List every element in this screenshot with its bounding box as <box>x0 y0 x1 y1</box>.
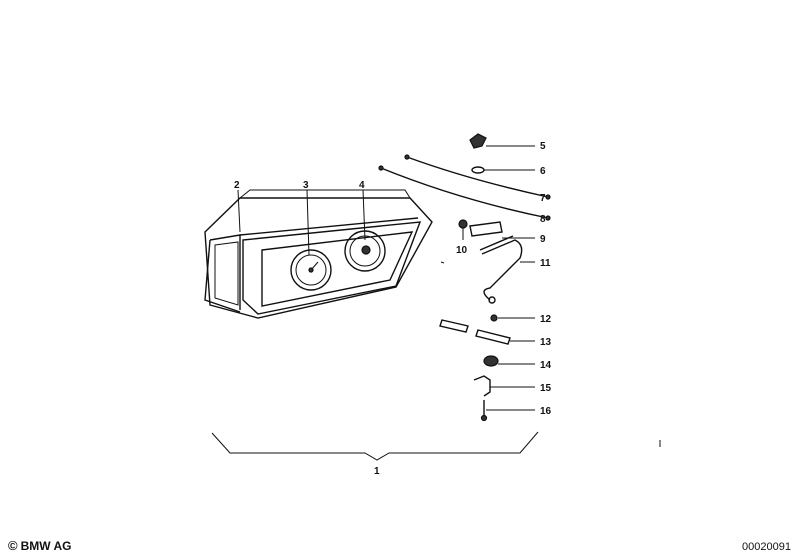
callout-10: 10 <box>456 245 468 256</box>
cable-part-8 <box>378 165 551 221</box>
plate-part-9 <box>469 221 535 239</box>
copyright-notice: ©BMW AG <box>8 538 71 553</box>
copyright-symbol: © <box>8 538 18 553</box>
cable-part-7 <box>404 154 551 200</box>
drawing-number: 00020091 <box>742 541 791 553</box>
bracket-part-15 <box>473 375 535 397</box>
callout-7: 7 <box>540 193 546 204</box>
fastener-part-6 <box>471 166 535 174</box>
nut-part-12 <box>490 314 535 322</box>
clip-part-5 <box>469 133 535 149</box>
callout-15: 15 <box>540 383 552 394</box>
hose-part-11 <box>479 235 535 304</box>
instrument-housing <box>204 189 433 319</box>
screw-part-16 <box>480 400 535 422</box>
callout-3: 3 <box>303 180 309 191</box>
callout-4: 4 <box>359 180 365 191</box>
callout-13: 13 <box>540 337 552 348</box>
copyright-owner: BMW AG <box>20 539 72 553</box>
callout-9: 9 <box>540 234 546 245</box>
nut-part-10 <box>458 219 468 240</box>
assembly-bracket <box>211 431 539 461</box>
callout-14: 14 <box>540 360 552 371</box>
callout-6: 6 <box>540 166 546 177</box>
callout-12: 12 <box>540 314 552 325</box>
rods-part-13 <box>439 319 535 345</box>
gauge-tachometer <box>290 249 332 291</box>
callout-2: 2 <box>234 180 240 191</box>
callout-8: 8 <box>540 214 546 225</box>
grommet-part-14 <box>483 355 535 367</box>
callout-11: 11 <box>540 258 551 269</box>
callout-16: 16 <box>540 406 552 417</box>
callout-5: 5 <box>540 141 546 152</box>
callout-1: 1 <box>374 466 380 477</box>
